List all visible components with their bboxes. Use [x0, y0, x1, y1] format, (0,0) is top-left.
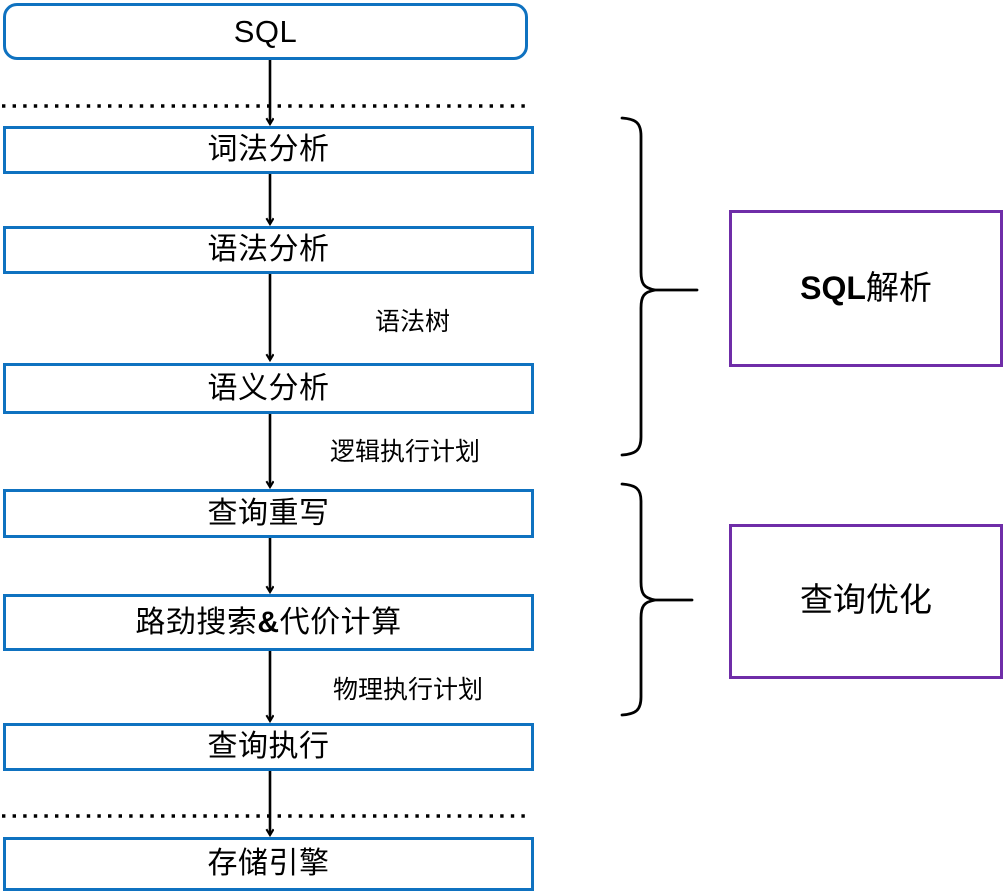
node-storage-engine[interactable]: 存储引擎 — [3, 837, 534, 891]
node-query-rewrite[interactable]: 查询重写 — [3, 489, 534, 538]
node-syntax-analysis[interactable]: 语法分析 — [3, 226, 534, 274]
edge-label-logical-plan-text: 逻辑执行计划 — [330, 439, 481, 466]
edge-label-logical-plan: 逻辑执行计划 — [330, 440, 480, 465]
node-path-search-cost[interactable]: 路劲搜索&代价计算 — [3, 594, 534, 651]
group-box-sql-parse-label-bold: SQL — [800, 269, 866, 306]
node-lexical-analysis-label: 词法分析 — [207, 133, 330, 166]
node-query-execute[interactable]: 查询执行 — [3, 723, 534, 771]
edge-label-physical-plan: 物理执行计划 — [333, 678, 483, 703]
node-syntax-analysis-label: 语法分析 — [207, 233, 330, 266]
node-sql[interactable]: SQL — [3, 3, 528, 60]
node-semantic-analysis[interactable]: 语义分析 — [3, 363, 534, 414]
node-path-search-cost-label-before: 路劲搜索 — [135, 605, 258, 639]
edge-label-syntax-tree-text: 语法树 — [375, 309, 451, 336]
node-path-search-cost-label: 路劲搜索&代价计算 — [135, 605, 402, 639]
node-query-rewrite-label: 查询重写 — [207, 496, 330, 530]
node-lexical-analysis[interactable]: 词法分析 — [3, 126, 534, 174]
node-sql-label: SQL — [233, 14, 298, 49]
node-path-search-cost-label-after: 代价计算 — [279, 605, 402, 639]
node-storage-engine-label: 存储引擎 — [207, 847, 330, 880]
group-box-sql-parse-label: SQL解析 — [800, 272, 932, 306]
node-query-execute-label: 查询执行 — [207, 730, 330, 763]
edge-label-physical-plan-text: 物理执行计划 — [333, 677, 484, 704]
group-box-sql-parse[interactable]: SQL解析 — [729, 210, 1003, 367]
brace-query-opt — [620, 482, 656, 717]
group-box-query-optimization[interactable]: 查询优化 — [729, 524, 1003, 679]
node-semantic-analysis-label: 语义分析 — [207, 371, 330, 405]
group-box-query-optimization-label: 查询优化 — [800, 583, 932, 619]
edge-label-syntax-tree: 语法树 — [375, 310, 450, 335]
group-box-sql-parse-label-regular: 解析 — [865, 270, 932, 307]
ampersand-glyph: & — [257, 605, 280, 639]
brace-sql-parse — [620, 116, 656, 457]
